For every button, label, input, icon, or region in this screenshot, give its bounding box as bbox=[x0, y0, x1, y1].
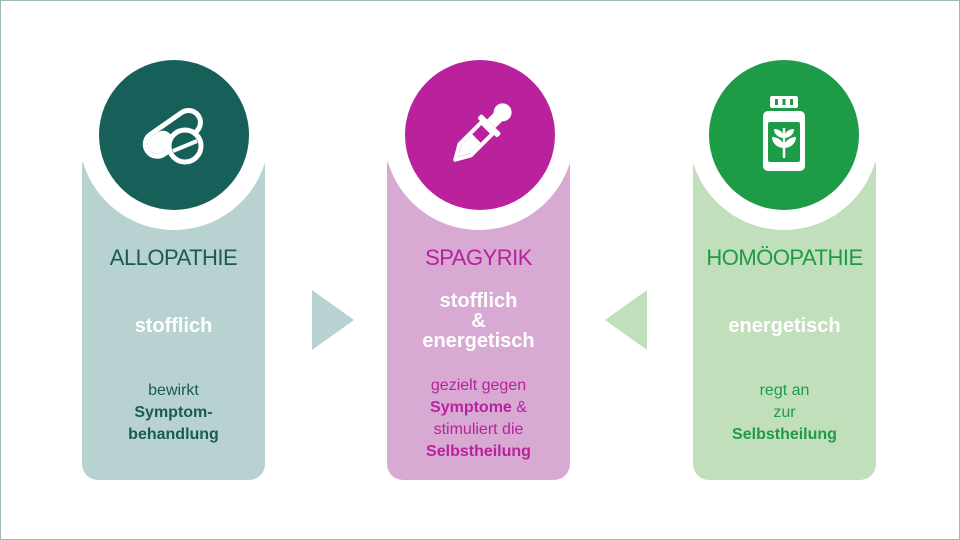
arrow-right-icon bbox=[312, 290, 354, 350]
dropper-icon bbox=[453, 103, 512, 162]
spagyrik-kind-line3: energetisch bbox=[422, 330, 535, 352]
spagyrik-desc-line2: Symptome & bbox=[387, 397, 570, 419]
homoeopathie-title: HOMÖOPATHIE bbox=[706, 245, 863, 270]
spagyrik-kind-line1: stofflich bbox=[439, 290, 518, 312]
allopathie-desc-line2: Symptom- bbox=[134, 404, 213, 421]
spagyrik-kind-line2: & bbox=[471, 310, 486, 332]
homoeopathie-desc-line2: zur bbox=[773, 404, 796, 421]
spagyrik-desc-line3: stimuliert die bbox=[433, 421, 524, 438]
pills-icon bbox=[142, 107, 204, 165]
spagyrik-desc-line1: gezielt gegen bbox=[430, 377, 527, 394]
allopathie-kind: stofflich bbox=[134, 315, 213, 337]
homoeopathie-kind: energetisch bbox=[728, 315, 841, 337]
homoeopathie-desc-line1: regt an bbox=[759, 382, 810, 399]
spagyrik-icon-circle bbox=[405, 60, 555, 210]
allopathie-title: ALLOPATHIE bbox=[109, 245, 238, 270]
spagyrik-title: SPAGYRIK bbox=[425, 245, 532, 270]
spagyrik-desc-line4: Selbstheilung bbox=[426, 443, 531, 460]
homoeopathie-desc-line3: Selbstheilung bbox=[732, 426, 837, 443]
arrow-left-icon bbox=[605, 290, 647, 350]
spagyrik-desc-amp: & bbox=[511, 399, 527, 416]
spagyrik-desc-symptome: Symptome bbox=[430, 399, 512, 416]
allopathie-desc-line3: behandlung bbox=[128, 426, 219, 443]
allopathie-desc-line1: bewirkt bbox=[148, 382, 199, 399]
homoeopathie-icon-circle bbox=[709, 60, 859, 210]
allopathie-icon-circle bbox=[99, 60, 249, 210]
herb-jar-icon bbox=[763, 96, 805, 171]
